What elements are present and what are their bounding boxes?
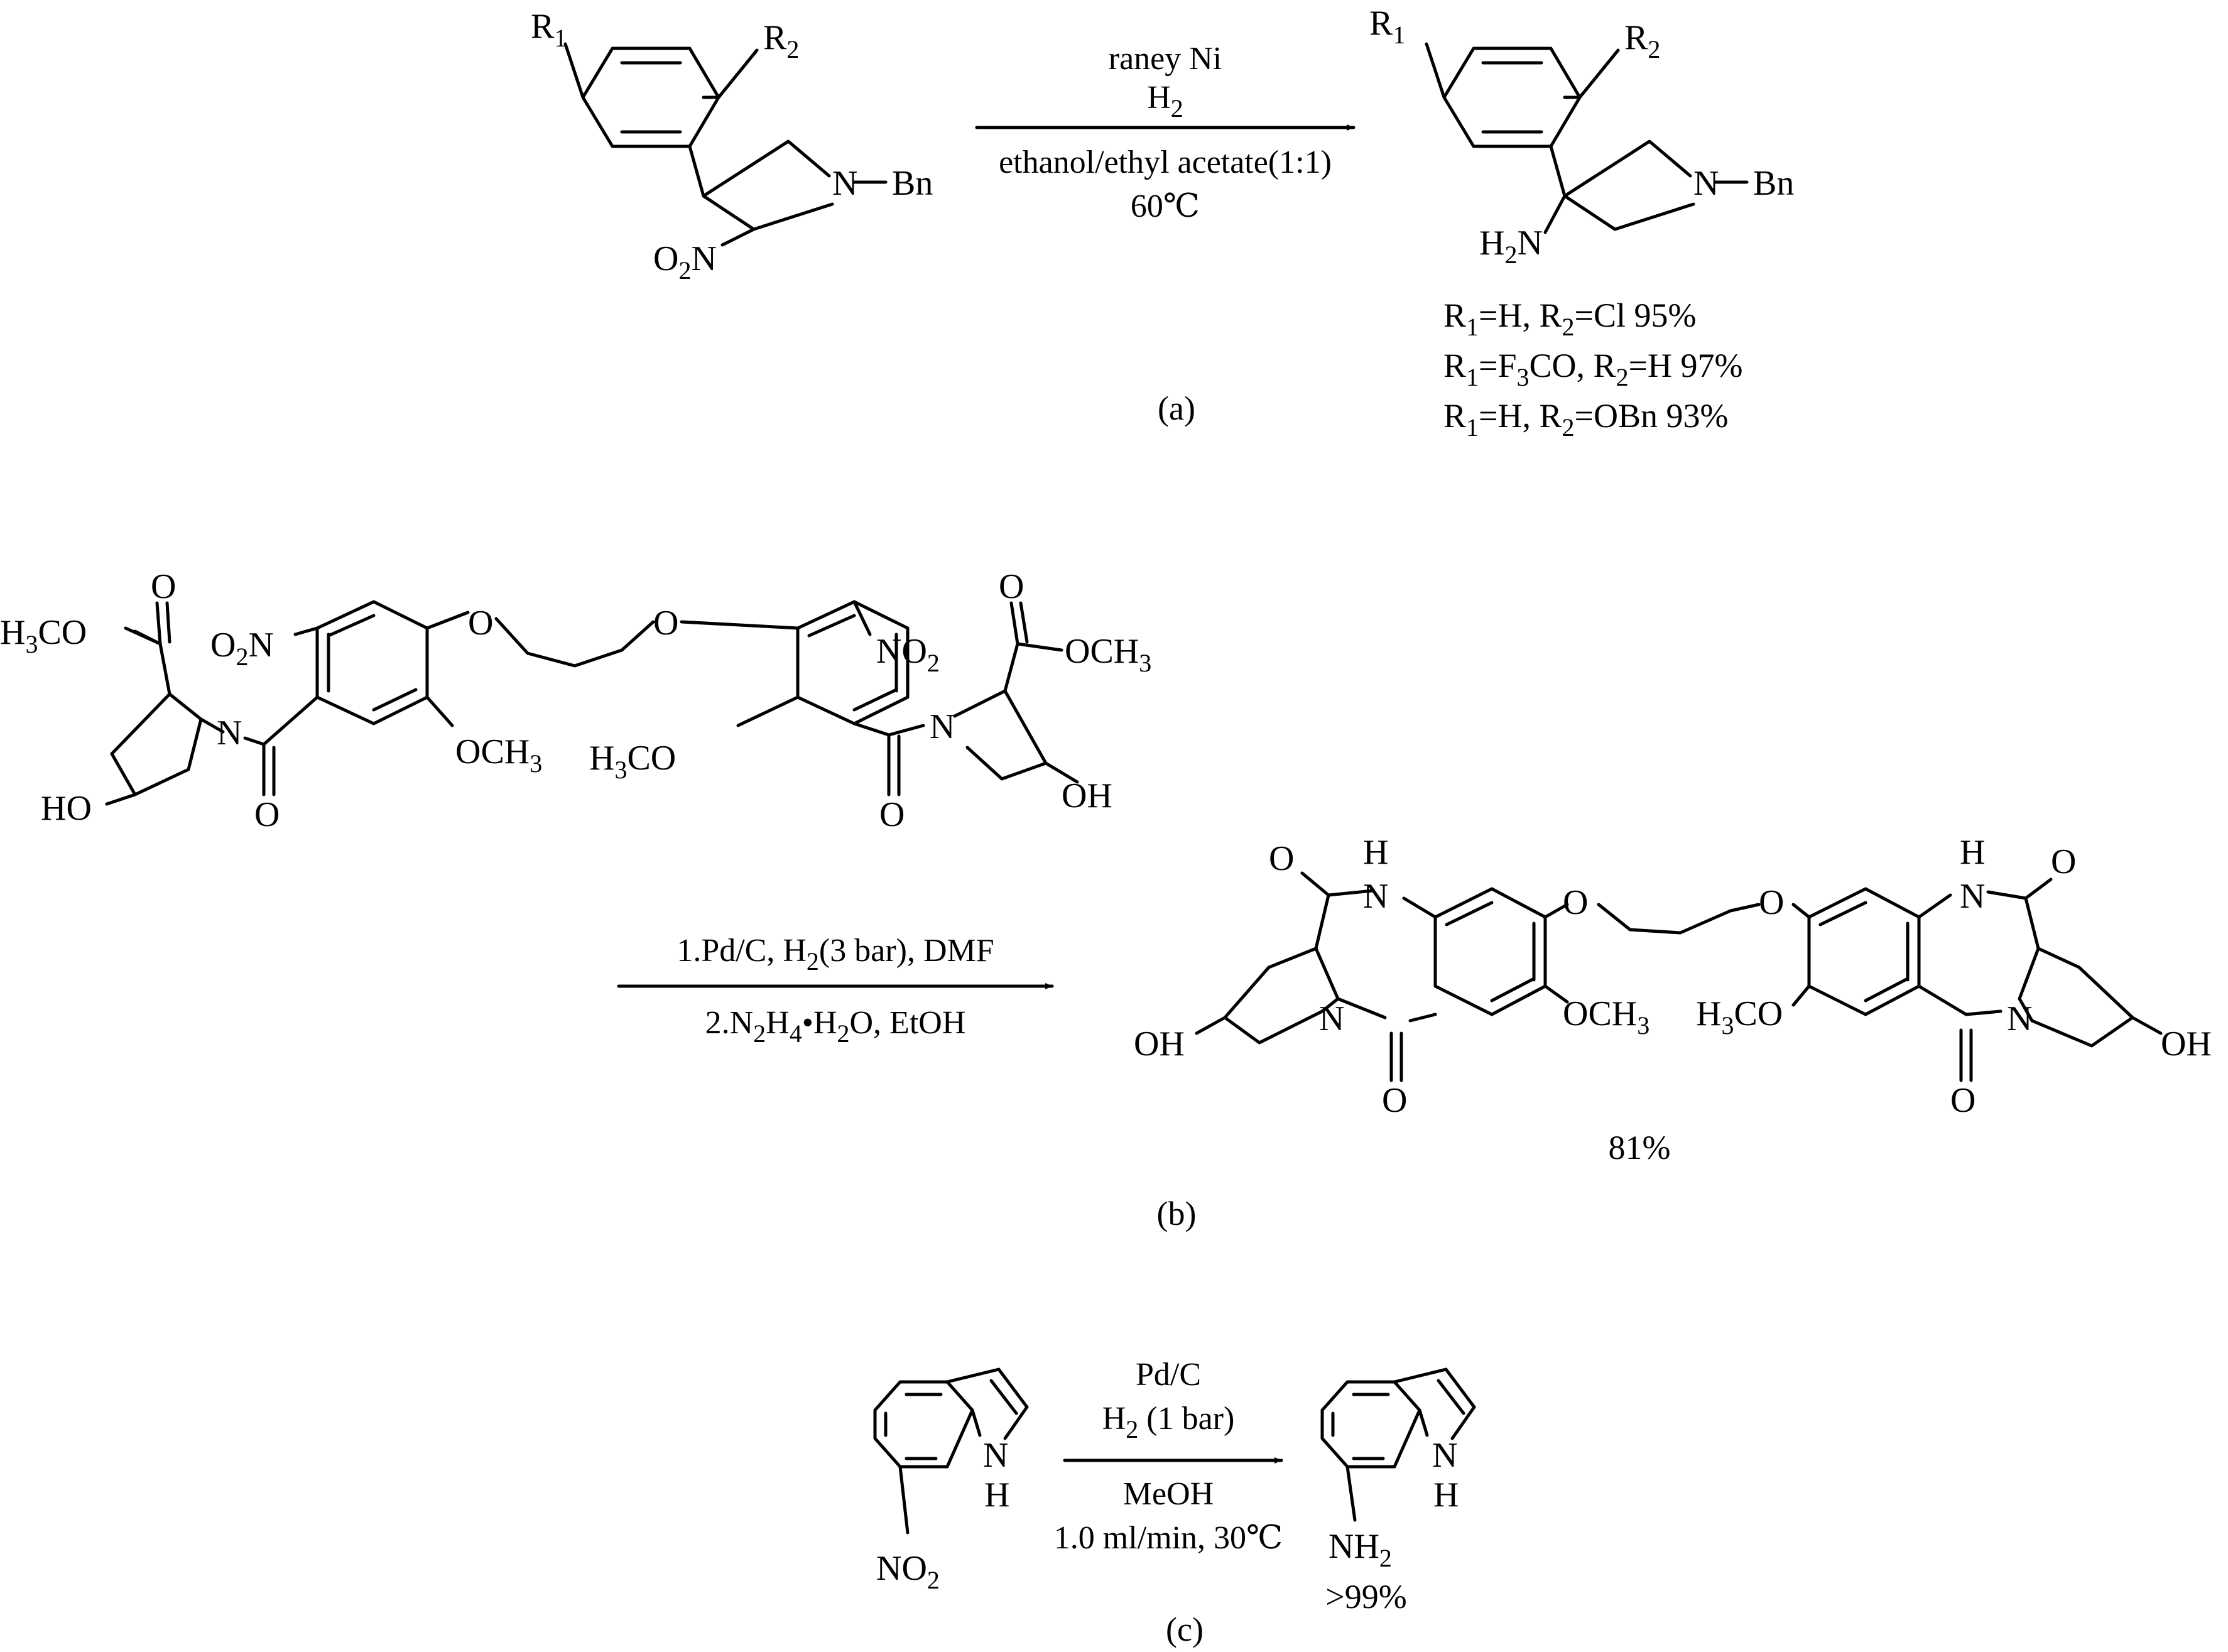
sm-b-h3co-right: H3CO [589, 739, 676, 784]
pr-a-bn: Bn [1753, 164, 1794, 203]
pr-b-oh-right: OH [2161, 1024, 2212, 1063]
pr-b-o-ether-left: O [1563, 883, 1588, 922]
panel-a-yield-1: R1=H, R2=Cl 95% [1443, 296, 1696, 341]
panel-c-reagent-1: Pd/C [1136, 1357, 1201, 1393]
pr-b-oh-left: OH [1134, 1024, 1185, 1063]
panel-a-temperature: 60℃ [1131, 188, 1200, 224]
panel-a-label: (a) [1158, 389, 1195, 427]
sm-b-och3-ester-right: OCH3 [1065, 632, 1151, 677]
pr-b-o-bottom-left: O [1382, 1081, 1407, 1120]
panel-c-solvent: MeOH [1123, 1476, 1214, 1512]
panel-a-reagent-1: raney Ni [1109, 41, 1222, 77]
pr-b-h-top-left: H [1363, 833, 1388, 872]
panel-b-starting-material: H3CO O O2N N HO O O OCH3 O NO2 O OCH3 H3… [0, 567, 1151, 834]
pr-b-o-bottom-right: O [1950, 1081, 1975, 1120]
pr-b-n-top-right: N [1960, 877, 1985, 916]
panel-c-reagent-2: H2 (1 bar) [1102, 1401, 1235, 1443]
pr-a-r2: R2 [1624, 18, 1660, 63]
panel-a-starting-material: R1 R2 N Bn O2N [531, 7, 933, 285]
panel-a-product: R1 R2 N Bn H2N [1369, 4, 1794, 269]
panel-c-label: (c) [1166, 1611, 1204, 1648]
panel-a-yield-3: R1=H, R2=OBn 93% [1443, 397, 1728, 442]
pr-b-o-top-left: O [1269, 839, 1294, 878]
sm-b-o-ester-right: O [999, 567, 1024, 606]
pr-b-n-ring-left: N [1319, 999, 1344, 1038]
pr-a-r1: R1 [1369, 4, 1405, 49]
sm-c-h: H [984, 1475, 1009, 1514]
panel-b: H3CO O O2N N HO O O OCH3 O NO2 O OCH3 H3… [0, 567, 2212, 1232]
sm-b-n-right: N [930, 707, 955, 746]
pr-b-h-top-right: H [1960, 833, 1985, 872]
sm-b-o2n-left: O2N [210, 626, 274, 671]
sm-b-o-ether-left: O [468, 604, 493, 643]
sm-b-o-amide-left: O [254, 795, 280, 834]
pr-b-o-top-right: O [2051, 842, 2076, 881]
panel-c-flow-conditions: 1.0 ml/min, 30℃ [1054, 1520, 1283, 1556]
pr-b-n-ring-right: N [2007, 999, 2032, 1038]
sm-b-o-amide-right: O [879, 795, 905, 834]
sm-b-ho-left: HO [41, 789, 92, 828]
panel-a-yield-2: R1=F3CO, R2=H 97% [1443, 347, 1743, 391]
panel-c: N H NO2 Pd/C H2 (1 bar) MeOH 1.0 ml/min,… [873, 1357, 1476, 1648]
pr-b-o-ether-right: O [1759, 883, 1784, 922]
pr-c-nh2: NH2 [1329, 1527, 1392, 1572]
panel-b-condition-1: 1.Pd/C, H2(3 bar), DMF [677, 933, 994, 975]
pr-b-n-top-left: N [1363, 877, 1388, 916]
panel-a-solvent: ethanol/ethyl acetate(1:1) [999, 144, 1332, 180]
panel-a: R1 R2 N Bn O2N raney Ni H2 ethanol/ethyl… [531, 4, 1794, 442]
sm-a-o2n: O2N [653, 239, 717, 285]
pr-c-n: N [1432, 1436, 1457, 1475]
sm-b-o-ester-left: O [151, 567, 176, 606]
sm-b-och3-left: OCH3 [455, 732, 542, 778]
sm-a-r1: R1 [531, 7, 567, 52]
pr-b-och3: OCH3 [1563, 994, 1649, 1040]
panel-b-condition-2: 2.N2H4•H2O, EtOH [705, 1005, 966, 1048]
panel-c-product: N H NH2 [1320, 1367, 1476, 1572]
panel-b-label: (b) [1157, 1195, 1197, 1232]
sm-c-no2: NO2 [876, 1549, 940, 1594]
pr-b-h3co: H3CO [1696, 994, 1783, 1040]
sm-b-n-left: N [217, 714, 242, 753]
pr-a-h2n: H2N [1479, 224, 1543, 269]
sm-a-bn: Bn [892, 164, 933, 203]
sm-b-oh-right: OH [1062, 776, 1112, 815]
sm-a-n: N [832, 164, 857, 203]
pr-a-n: N [1693, 164, 1719, 203]
panel-c-yield: >99% [1325, 1578, 1406, 1616]
sm-c-n: N [983, 1436, 1008, 1475]
pr-c-h: H [1433, 1475, 1459, 1514]
sm-a-r2: R2 [763, 18, 799, 63]
panel-a-yields: R1=H, R2=Cl 95% R1=F3CO, R2=H 97% R1=H, … [1443, 296, 1743, 442]
panel-b-yield: 81% [1609, 1129, 1671, 1166]
panel-a-reagent-2: H2 [1147, 80, 1183, 122]
sm-b-o-ether-right: O [653, 604, 678, 643]
panel-b-product: O H N N O OH O OCH3 O H3CO H N O N O OH [1134, 833, 2212, 1120]
sm-b-h3co-left: H3CO [0, 613, 87, 658]
panel-c-starting-material: N H NO2 [873, 1367, 1029, 1594]
sm-b-no2-right: NO2 [876, 632, 940, 677]
